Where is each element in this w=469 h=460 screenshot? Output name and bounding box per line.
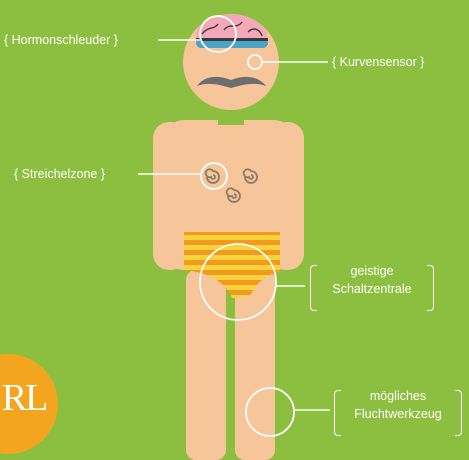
logo-text: RL	[0, 378, 48, 418]
label-geistige-line2: Schaltzentrale	[318, 280, 426, 298]
bracket-left-geistige	[310, 265, 317, 311]
label-moegliches-line1: mögliches	[342, 387, 454, 405]
bracket-right-moegliches	[455, 390, 462, 436]
label-geistige-line1: geistige	[318, 262, 426, 280]
label-moegliches-line2: Fluchtwerkzeug	[342, 405, 454, 423]
label-geistige-schaltzentrale: geistige Schaltzentrale	[318, 262, 426, 298]
label-streichelzone: { Streichelzone }	[14, 167, 105, 182]
bracket-left-moegliches	[334, 390, 341, 436]
label-kurvensensor: { Kurvensensor }	[332, 55, 424, 70]
head	[183, 8, 279, 110]
label-hormonschleuder: { Hormonschleuder }	[4, 33, 118, 48]
bracket-right-geistige	[427, 265, 434, 311]
label-moegliches-fluchtwerkzeug: mögliches Fluchtwerkzeug	[342, 387, 454, 423]
left-leg	[186, 270, 226, 460]
